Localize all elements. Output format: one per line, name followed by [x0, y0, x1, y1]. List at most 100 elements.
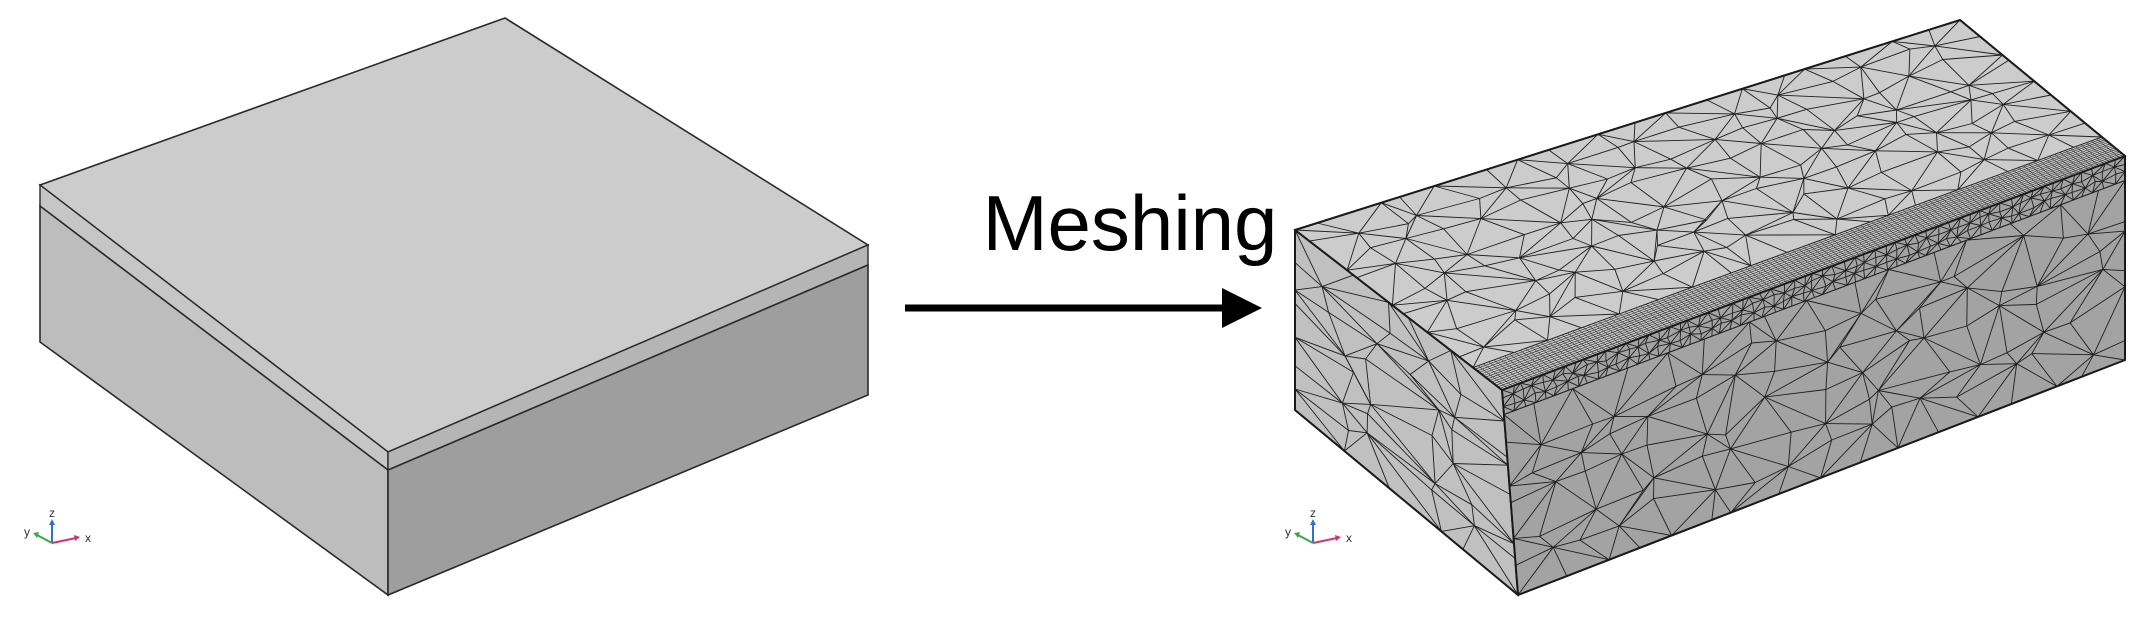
front-fine-edge — [1832, 281, 1836, 290]
band-line — [1509, 353, 1539, 377]
front-fine-edge — [1607, 363, 1617, 368]
left-mesh-edge — [1328, 312, 1378, 345]
top-mesh-edge — [2002, 104, 2015, 122]
front-mesh-edge — [2102, 269, 2126, 288]
front-fine-edge — [1666, 337, 1671, 344]
band-line — [2065, 150, 2089, 170]
front-fine-edge — [1950, 226, 1959, 231]
top-mesh-edge — [1622, 273, 1664, 292]
top-mesh-edge — [1505, 187, 1521, 201]
top-mesh-edge — [1560, 222, 1574, 239]
left-mesh-edge — [1366, 413, 1369, 433]
top-mesh-edge — [1847, 122, 1897, 146]
front-mesh-edge — [1977, 363, 2018, 418]
front-fine-edge — [2081, 187, 2086, 197]
top-mesh-edge — [1742, 127, 1762, 144]
left-mesh-edge — [1342, 402, 1368, 415]
front-mesh-edge — [1854, 282, 1862, 314]
top-mesh-edge — [1957, 171, 1962, 190]
band-line — [1996, 175, 2022, 196]
front-mesh-edge — [1618, 498, 1654, 527]
top-mesh-edge — [1991, 132, 2009, 149]
band-line — [1771, 257, 1799, 280]
top-mesh-edge — [1395, 258, 1435, 264]
front-fine-edge — [1832, 281, 1848, 286]
front-mesh-edge — [2035, 304, 2045, 333]
front-mesh-edge — [1923, 325, 1967, 339]
top-mesh-edge — [2048, 110, 2072, 136]
top-mesh-edge — [1860, 48, 1911, 68]
front-fine-edge — [1680, 320, 1688, 331]
left-mesh-edge — [1366, 432, 1442, 532]
mesh-refined-band — [1472, 136, 2126, 391]
front-fine-edge — [1873, 266, 1877, 276]
top-mesh-edge — [1591, 198, 1598, 220]
top-mesh-edge — [1617, 147, 1636, 168]
left-mesh-edge — [1428, 350, 1451, 362]
band-line — [1750, 265, 1778, 287]
front-fine-edge — [1535, 391, 1546, 394]
front-fine-edge — [2102, 166, 2115, 172]
left-mesh-edge — [1431, 435, 1454, 464]
top-mesh-edge — [1836, 150, 1876, 168]
front-fine-edge — [1960, 217, 1971, 224]
front-fine-edge — [1969, 210, 1981, 224]
top-mesh-edge — [1968, 80, 2035, 86]
front-fine-edge — [2092, 171, 2103, 176]
front-mesh-edge — [1891, 397, 1921, 408]
top-mesh-edge — [1760, 176, 1804, 179]
left-mesh-edge — [1367, 404, 1372, 414]
top-mesh-edge — [1821, 144, 1848, 149]
front-fine-edge — [1773, 292, 1785, 307]
front-mesh-edge — [2056, 354, 2094, 387]
front-fine-edge — [1791, 296, 1805, 302]
top-mesh-edge — [1686, 167, 1761, 178]
top-mesh-edge — [2003, 94, 2052, 105]
front-fine-edge — [1637, 338, 1640, 347]
front-mesh-edge — [1572, 388, 1615, 417]
front-fine-edge — [1637, 353, 1650, 365]
front-fine-edge — [2065, 191, 2073, 196]
top-mesh-edge — [1582, 197, 1597, 205]
front-mesh-edge — [1533, 403, 1542, 445]
top-mesh-edge — [1575, 290, 1623, 298]
left-mesh-edge — [1321, 274, 1354, 288]
front-fine-edge — [1967, 230, 1972, 239]
front-fine-edge — [1938, 225, 1952, 231]
front-fine-edge — [1759, 293, 1764, 300]
top-mesh-edge — [1992, 80, 2035, 95]
top-mesh-edge — [1936, 132, 1970, 148]
front-fine-edge — [1979, 217, 1982, 226]
front-fine-edge — [1979, 210, 1989, 215]
front-fine-edge — [1791, 288, 1796, 297]
front-mesh-edge — [2031, 353, 2094, 356]
top-mesh-edge — [1358, 232, 1406, 239]
front-fine-edge — [2115, 171, 2126, 185]
band-line — [2049, 156, 2074, 176]
front-mesh-edge — [1824, 330, 1829, 363]
arrow-head — [1222, 288, 1262, 328]
top-mesh-edge — [1416, 185, 1435, 216]
band-line — [1955, 190, 1980, 211]
top-mesh-edge — [1847, 144, 1876, 152]
front-mesh-edge — [2001, 285, 2038, 293]
left-mesh-edge — [1434, 463, 1454, 484]
axis-z-arrowhead-right — [1310, 519, 1316, 525]
band-line — [1551, 338, 1581, 361]
front-mesh-edge — [1539, 508, 1597, 537]
front-fine-edge — [1572, 361, 1577, 374]
front-fine-edge — [1885, 245, 1888, 255]
band-line — [2023, 165, 2048, 186]
front-mesh-edge — [1613, 367, 1629, 417]
top-mesh-edge — [1556, 177, 1570, 189]
top-mesh-edge — [1715, 138, 1762, 144]
front-mesh-edge — [1827, 361, 1863, 374]
front-fine-edge — [1762, 299, 1766, 308]
front-mesh-edge — [2023, 235, 2064, 239]
front-fine-edge — [1957, 222, 1970, 228]
front-mesh-edge — [2069, 322, 2094, 356]
front-fine-edge — [1712, 328, 1720, 334]
front-mesh-edge — [1704, 321, 1750, 340]
front-fine-edge — [2018, 207, 2035, 215]
left-mesh-edge — [1389, 332, 1429, 362]
